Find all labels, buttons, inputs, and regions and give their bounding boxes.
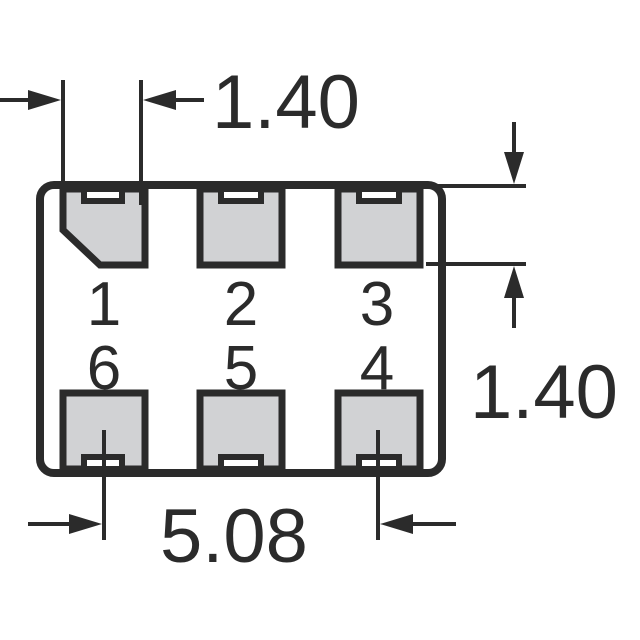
pin-label-2: 2: [224, 270, 258, 339]
arrow-right-icon: [69, 514, 102, 534]
arrow-down-icon: [504, 152, 524, 184]
pad-pin-2: [196, 185, 286, 269]
dimension-vertical-pitch: [426, 122, 526, 328]
arrow-up-icon: [504, 266, 524, 298]
pad-pin-3: [334, 185, 424, 269]
package-outline: [36, 181, 446, 477]
pin-label-4: 4: [360, 334, 394, 403]
pin-label-5: 5: [224, 334, 258, 403]
pin-label-3: 3: [360, 270, 394, 339]
dimension-label-overall-span: 5.08: [160, 494, 308, 579]
dimension-overall-span: [28, 430, 456, 540]
dimension-label-vertical-pitch: 1.40: [470, 350, 618, 435]
dimension-pad-width: [0, 80, 204, 205]
pin-label-1: 1: [87, 270, 121, 339]
pin-label-6: 6: [87, 334, 121, 403]
arrow-left-icon: [380, 514, 413, 534]
dimension-label-pad-width: 1.40: [212, 60, 360, 145]
arrow-right-icon: [28, 90, 61, 110]
arrow-left-icon: [143, 90, 176, 110]
pad-pin-5: [196, 389, 286, 473]
pad-pin-1: [59, 185, 149, 269]
